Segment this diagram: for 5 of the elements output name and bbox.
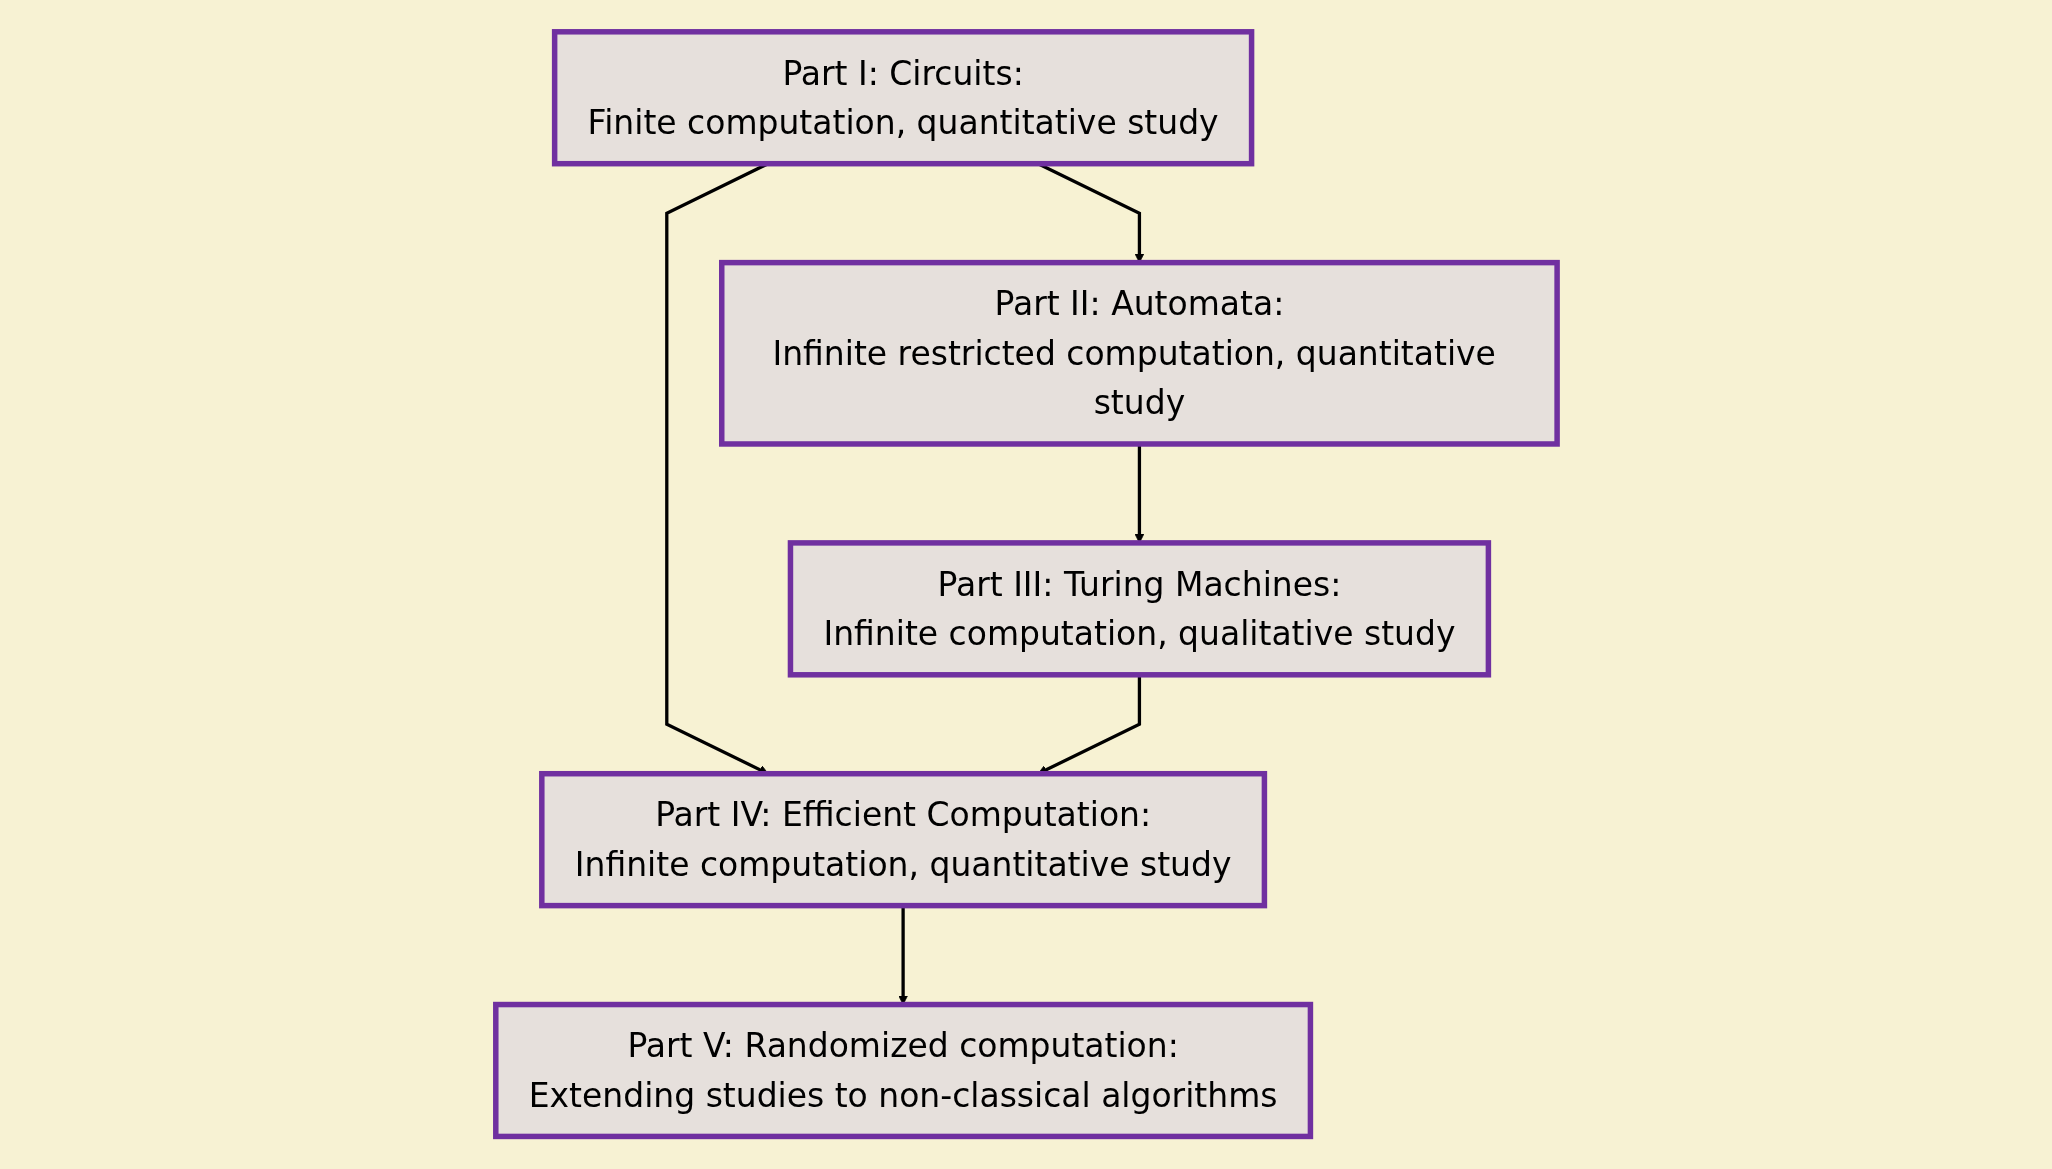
node-box: Part III: Turing Machines: Infinite computation, qualitative study bbox=[787, 540, 1491, 678]
node-box: Part IV: Efficient Computation: Infinite computation, quantitative study bbox=[538, 771, 1267, 909]
node-box: Part V: Randomized computation: Extending studies to non-classical algorithms bbox=[492, 1002, 1313, 1140]
node-box: Part II: Automata: Infinite restricted computation, quantitative study bbox=[718, 260, 1560, 448]
node-box: Part I: Circuits: Finite computation, quantitative study bbox=[551, 29, 1254, 167]
